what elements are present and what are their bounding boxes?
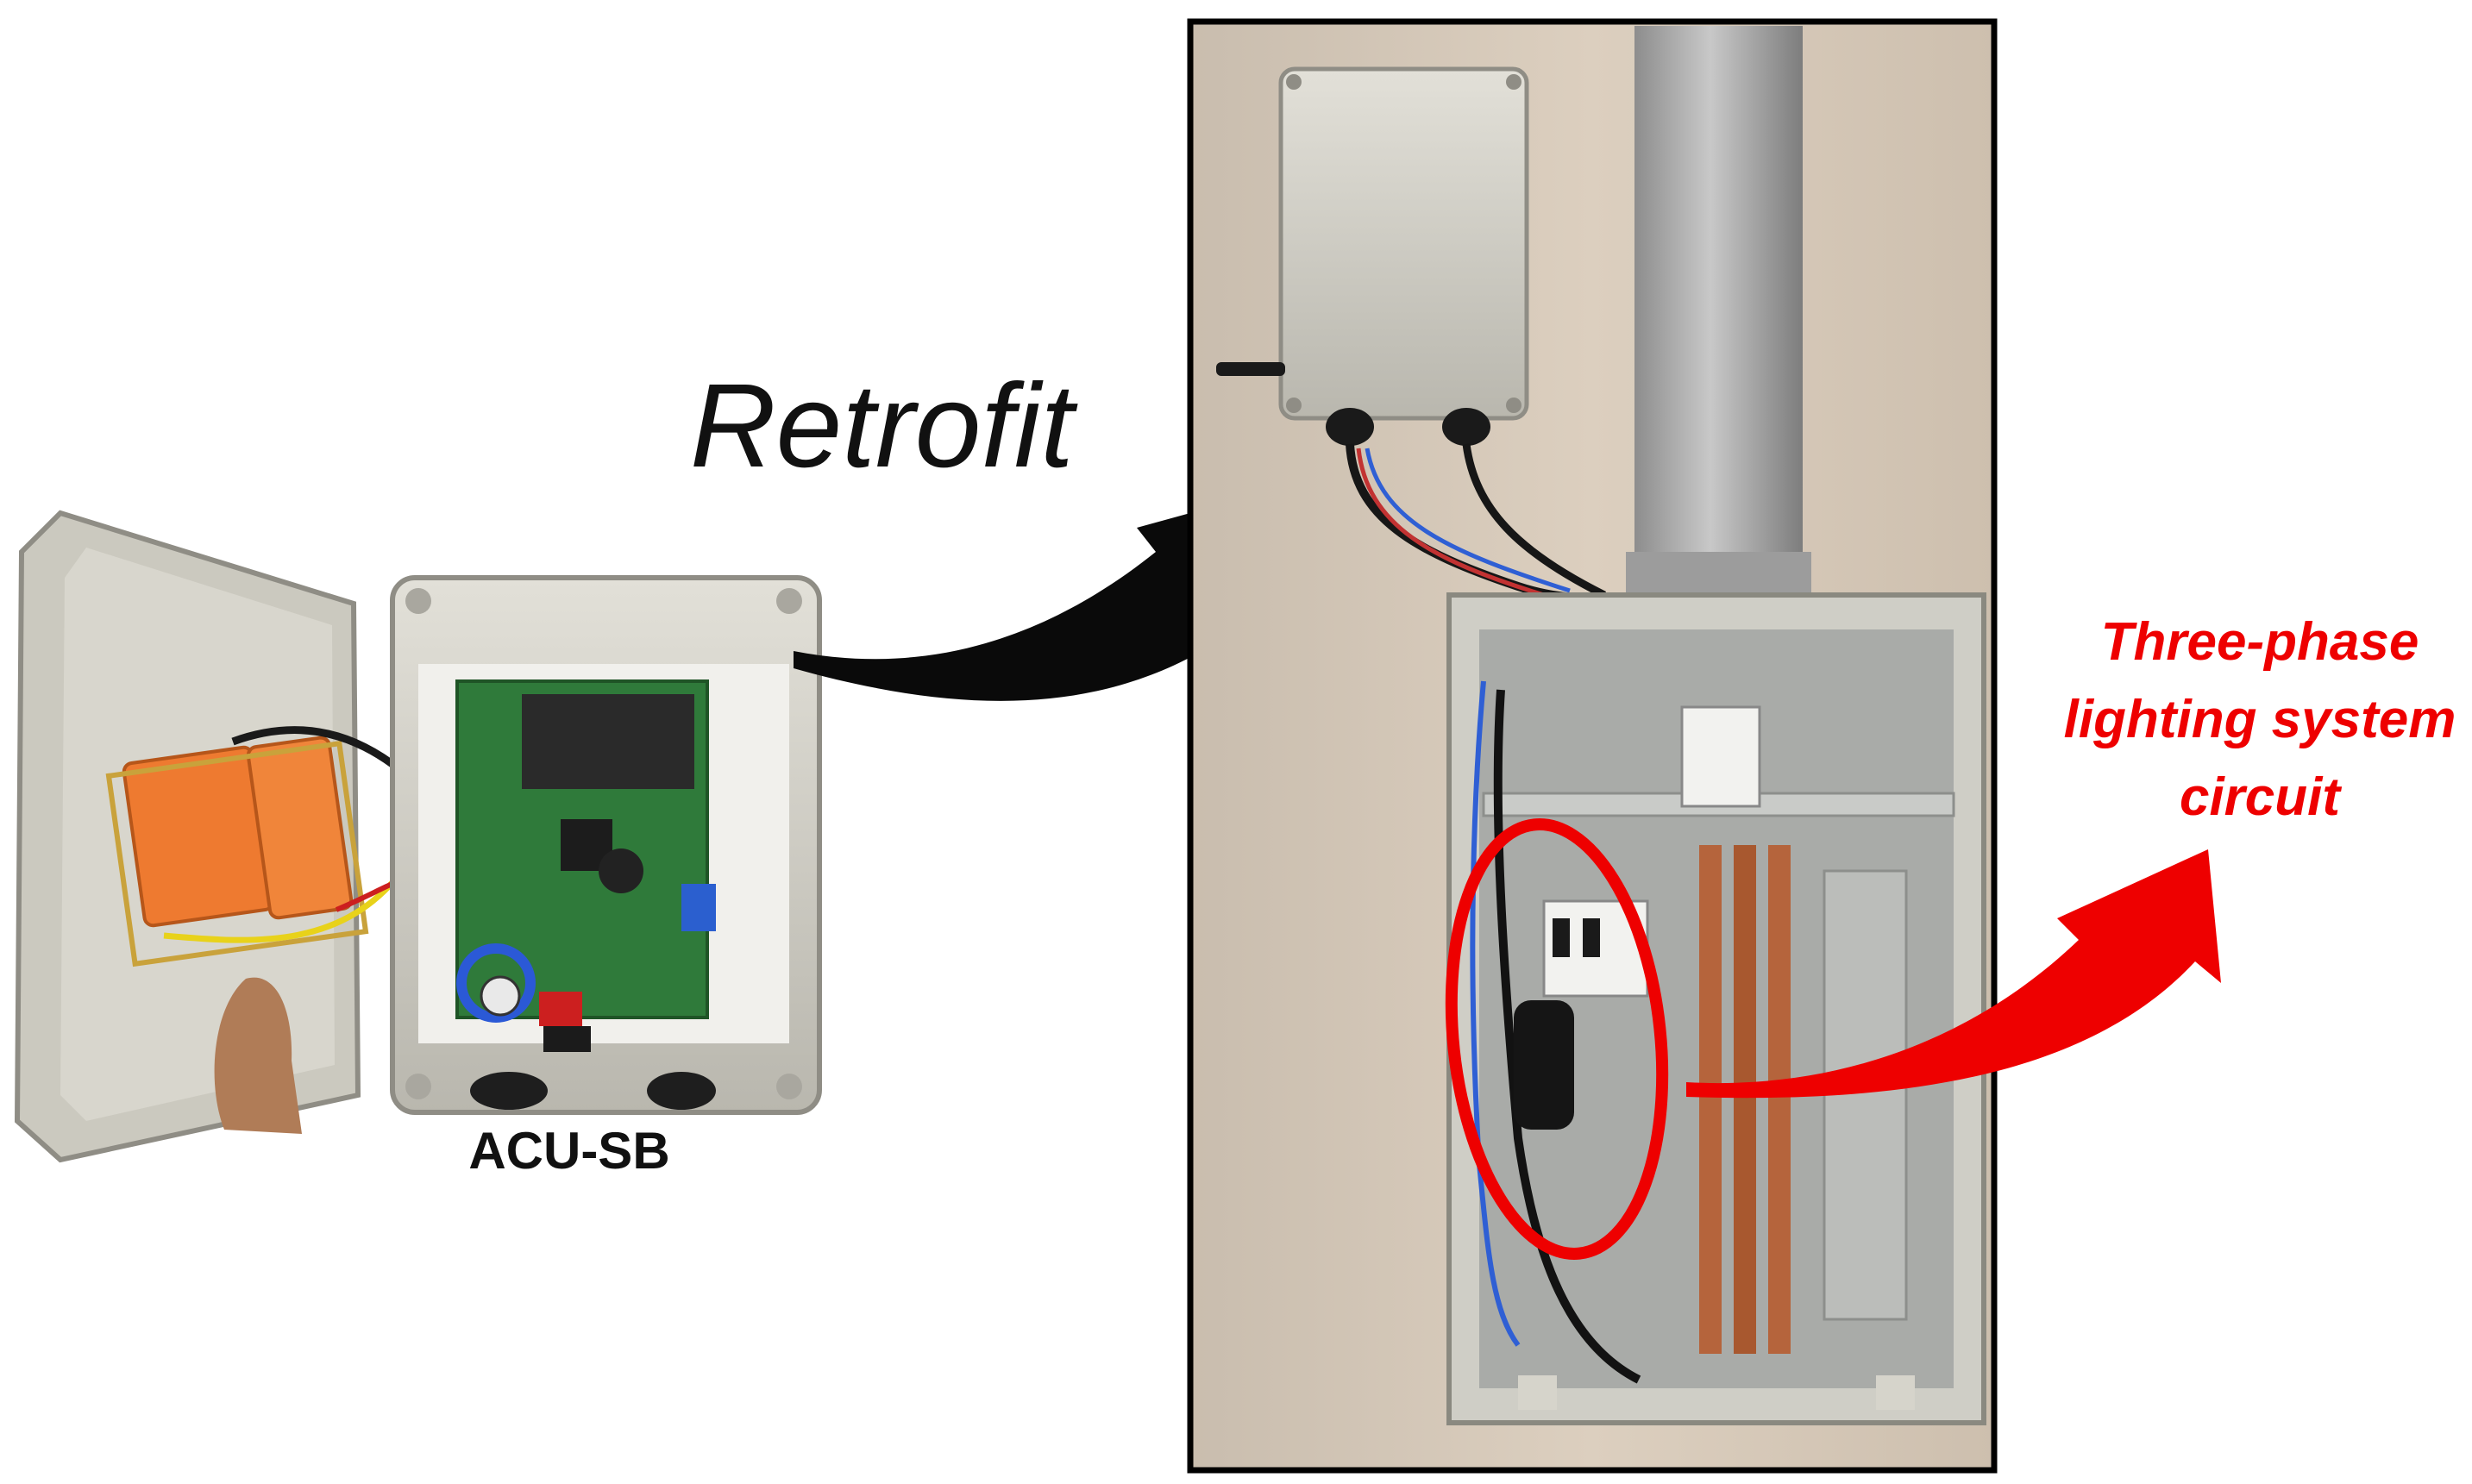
panel-cable-blue xyxy=(1365,448,1571,593)
duct-clamp xyxy=(1626,552,1811,599)
cable-gland-2 xyxy=(647,1072,716,1110)
mounted-screw-2 xyxy=(1506,74,1521,90)
usb-port xyxy=(681,884,716,931)
metal-duct xyxy=(1634,26,1803,586)
screw-tl xyxy=(405,588,431,614)
acu-sb-photo xyxy=(14,510,822,1163)
circuit-label-line-3: circuit xyxy=(2179,767,2341,827)
mounted-gland-1 xyxy=(1326,408,1374,446)
coin-battery xyxy=(599,848,643,893)
mounted-screw-3 xyxy=(1286,398,1302,413)
copper-bus-2 xyxy=(1734,845,1756,1354)
terminal-black xyxy=(543,1026,591,1052)
cable-gland-1 xyxy=(470,1072,548,1110)
breaker-toggle-1 xyxy=(1553,918,1570,957)
main-breaker xyxy=(1680,705,1761,808)
mounted-screw-4 xyxy=(1506,398,1521,413)
compute-module xyxy=(522,694,694,789)
breaker-toggle-2 xyxy=(1583,918,1600,957)
panel-cable-black-2 xyxy=(1462,443,1607,599)
screw-br xyxy=(776,1074,802,1099)
copper-bus-1 xyxy=(1699,845,1722,1354)
capacitor xyxy=(480,975,521,1017)
circuit-label-line-1: Three-phase xyxy=(2100,612,2419,672)
mounted-acu-box xyxy=(1278,66,1529,421)
highlight-ellipse xyxy=(1445,818,1669,1260)
ct-sensor xyxy=(1514,1000,1574,1130)
retrofit-arrow xyxy=(794,479,1315,701)
panel-cable-red xyxy=(1356,448,1545,598)
panel-photo xyxy=(1187,18,1998,1474)
panel-foot-2 xyxy=(1876,1375,1915,1410)
antenna xyxy=(1216,362,1285,376)
blue-coil xyxy=(456,943,536,1023)
retrofit-label: Retrofit xyxy=(690,360,1074,492)
mounted-gland-2 xyxy=(1442,408,1490,446)
panel-foot-1 xyxy=(1518,1375,1557,1410)
mounted-screw-1 xyxy=(1286,74,1302,90)
copper-bus-3 xyxy=(1768,845,1791,1354)
acu-sb-label: ACU-SB xyxy=(468,1122,670,1180)
panel-wire-blue xyxy=(1470,680,1521,1347)
hand-thumb xyxy=(214,977,302,1134)
screw-bl xyxy=(405,1074,431,1099)
circuit-label: Three-phase lighting system circuit xyxy=(2053,604,2467,836)
module-board xyxy=(105,740,369,967)
screw-tr xyxy=(776,588,802,614)
orange-module-2 xyxy=(246,736,354,920)
terminal-red xyxy=(539,992,582,1026)
side-duct xyxy=(1823,869,1908,1321)
circuit-arrow xyxy=(1686,849,2221,1099)
circuit-label-line-2: lighting system xyxy=(2063,690,2456,749)
